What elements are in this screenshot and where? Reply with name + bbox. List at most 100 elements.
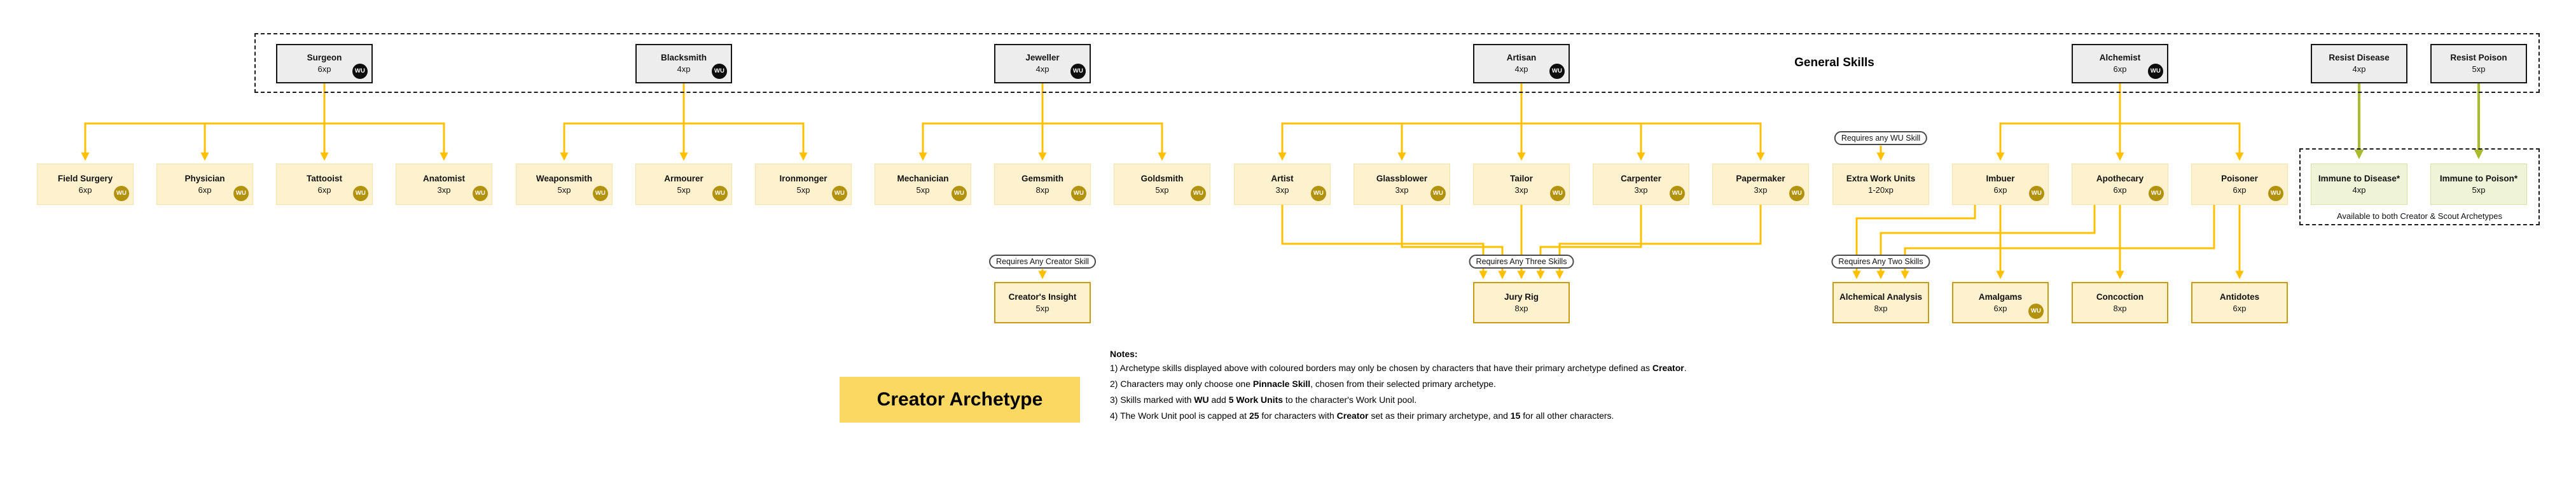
skill-xp-cost: 3xp [1634, 185, 1648, 195]
skill-xp-cost: 8xp [1874, 303, 1888, 313]
notes-heading: Notes: [1110, 349, 1138, 359]
wu-badge: WU [1549, 64, 1565, 79]
skill-label: Surgeon [307, 53, 342, 63]
skill-xp-cost: 3xp [437, 185, 451, 195]
skill-xp-cost: 4xp [2352, 64, 2366, 74]
wu-badge: WU [712, 64, 727, 79]
skill-box-gemsmith: Gemsmith 8xp WU [994, 164, 1091, 205]
wu-badge: WU [1670, 186, 1685, 201]
skill-label: Poisoner [2221, 173, 2258, 183]
skill-xp-cost: 6xp [198, 185, 212, 195]
wu-badge: WU [2029, 186, 2044, 201]
wu-badge: WU [114, 186, 129, 201]
edge-alchemist-to-imbuer [1996, 83, 2121, 161]
edge-artisan-to-glassblower [1397, 83, 1523, 161]
skill-label: Alchemical Analysis [1839, 292, 1923, 302]
skill-box-immune-to-poison: Immune to Poison* 5xp [2430, 164, 2527, 205]
wu-badge: WU [2149, 186, 2164, 201]
skill-xp-cost: 8xp [1035, 185, 1049, 195]
wu-badge: WU [593, 186, 608, 201]
requirement-pill-requires-two-skills: Requires Any Two Skills [1831, 255, 1930, 269]
skill-xp-cost: 6xp [1993, 185, 2007, 195]
skill-box-immune-to-disease: Immune to Disease* 4xp [2311, 164, 2407, 205]
skill-xp-cost: 5xp [796, 185, 810, 195]
skill-xp-cost: 8xp [1514, 303, 1528, 313]
shared-archetype-container: Available to both Creator & Scout Archet… [2299, 148, 2540, 225]
edge-surgeon-to-physician [200, 83, 326, 161]
wu-badge: WU [1311, 186, 1326, 201]
skill-label: Papermaker [1736, 173, 1785, 183]
skill-box-ironmonger: Ironmonger 5xp WU [755, 164, 852, 205]
edge-artisan-to-carpenter [1520, 83, 1645, 161]
wu-badge: WU [2268, 186, 2283, 201]
note-line: 2) Characters may only choose one Pinnac… [1110, 379, 1496, 389]
skill-label: Immune to Disease* [2318, 173, 2400, 183]
skill-label: Mechanician [897, 173, 949, 183]
skill-xp-cost: 3xp [1275, 185, 1289, 195]
skill-label: Armourer [664, 173, 703, 183]
requirement-pill-requires-creator-skill: Requires Any Creator Skill [989, 255, 1096, 269]
skill-xp-cost: 4xp [2352, 185, 2366, 195]
skill-xp-cost: 6xp [317, 64, 331, 74]
skill-label: Glassblower [1376, 173, 1428, 183]
skill-xp-cost: 6xp [2233, 303, 2247, 313]
requirement-pill-requires-three-skills: Requires Any Three Skills [1469, 255, 1574, 269]
skill-xp-cost: 4xp [677, 64, 691, 74]
skill-label: Resist Disease [2329, 53, 2390, 63]
edge-artist-to-jury-rig [1281, 205, 1488, 279]
skill-xp-cost: 5xp [677, 185, 691, 195]
skill-label: Apothecary [2096, 173, 2144, 183]
wu-badge: WU [832, 186, 847, 201]
skill-label: Gemsmith [1021, 173, 1064, 183]
skill-label: Anatomist [422, 173, 465, 183]
wu-badge: WU [1071, 186, 1086, 201]
skill-label: Concoction [2096, 292, 2144, 302]
skill-xp-cost: 4xp [1514, 64, 1528, 74]
skill-xp-cost: 3xp [1395, 185, 1409, 195]
note-line: 3) Skills marked with WU add 5 Work Unit… [1110, 395, 1417, 405]
edge-poisoner-to-alchemical-analysis [1901, 205, 2215, 279]
skill-label: Tattooist [307, 173, 342, 183]
skill-xp-cost: 1-20xp [1868, 185, 1894, 195]
wu-badge: WU [1789, 186, 1804, 201]
skill-xp-cost: 5xp [2472, 185, 2486, 195]
skill-xp-cost: 6xp [317, 185, 331, 195]
skill-xp-cost: 8xp [2113, 303, 2127, 313]
edge-alchemist-to-poisoner [2119, 83, 2244, 161]
skill-label: Immune to Poison* [2439, 173, 2518, 183]
wu-badge: WU [2148, 64, 2163, 79]
archetype-title-box: Creator Archetype [840, 377, 1080, 423]
wu-badge: WU [2028, 304, 2044, 319]
notes-section: Notes: 1) Archetype skills displayed abo… [1110, 349, 2128, 426]
skill-xp-cost: 6xp [78, 185, 92, 195]
skill-xp-cost: 3xp [1514, 185, 1528, 195]
edge-artisan-to-papermaker [1520, 83, 1765, 161]
skill-label: Blacksmith [660, 53, 707, 63]
edge-jeweller-to-mechanician [918, 83, 1044, 161]
skill-label: Jeweller [1025, 53, 1060, 63]
skill-xp-cost: 6xp [2113, 185, 2127, 195]
skill-xp-cost: 5xp [557, 185, 571, 195]
edge-jeweller-to-goldsmith [1041, 83, 1167, 161]
skill-label: Ironmonger [779, 173, 828, 183]
skill-xp-cost: 6xp [1993, 303, 2007, 313]
